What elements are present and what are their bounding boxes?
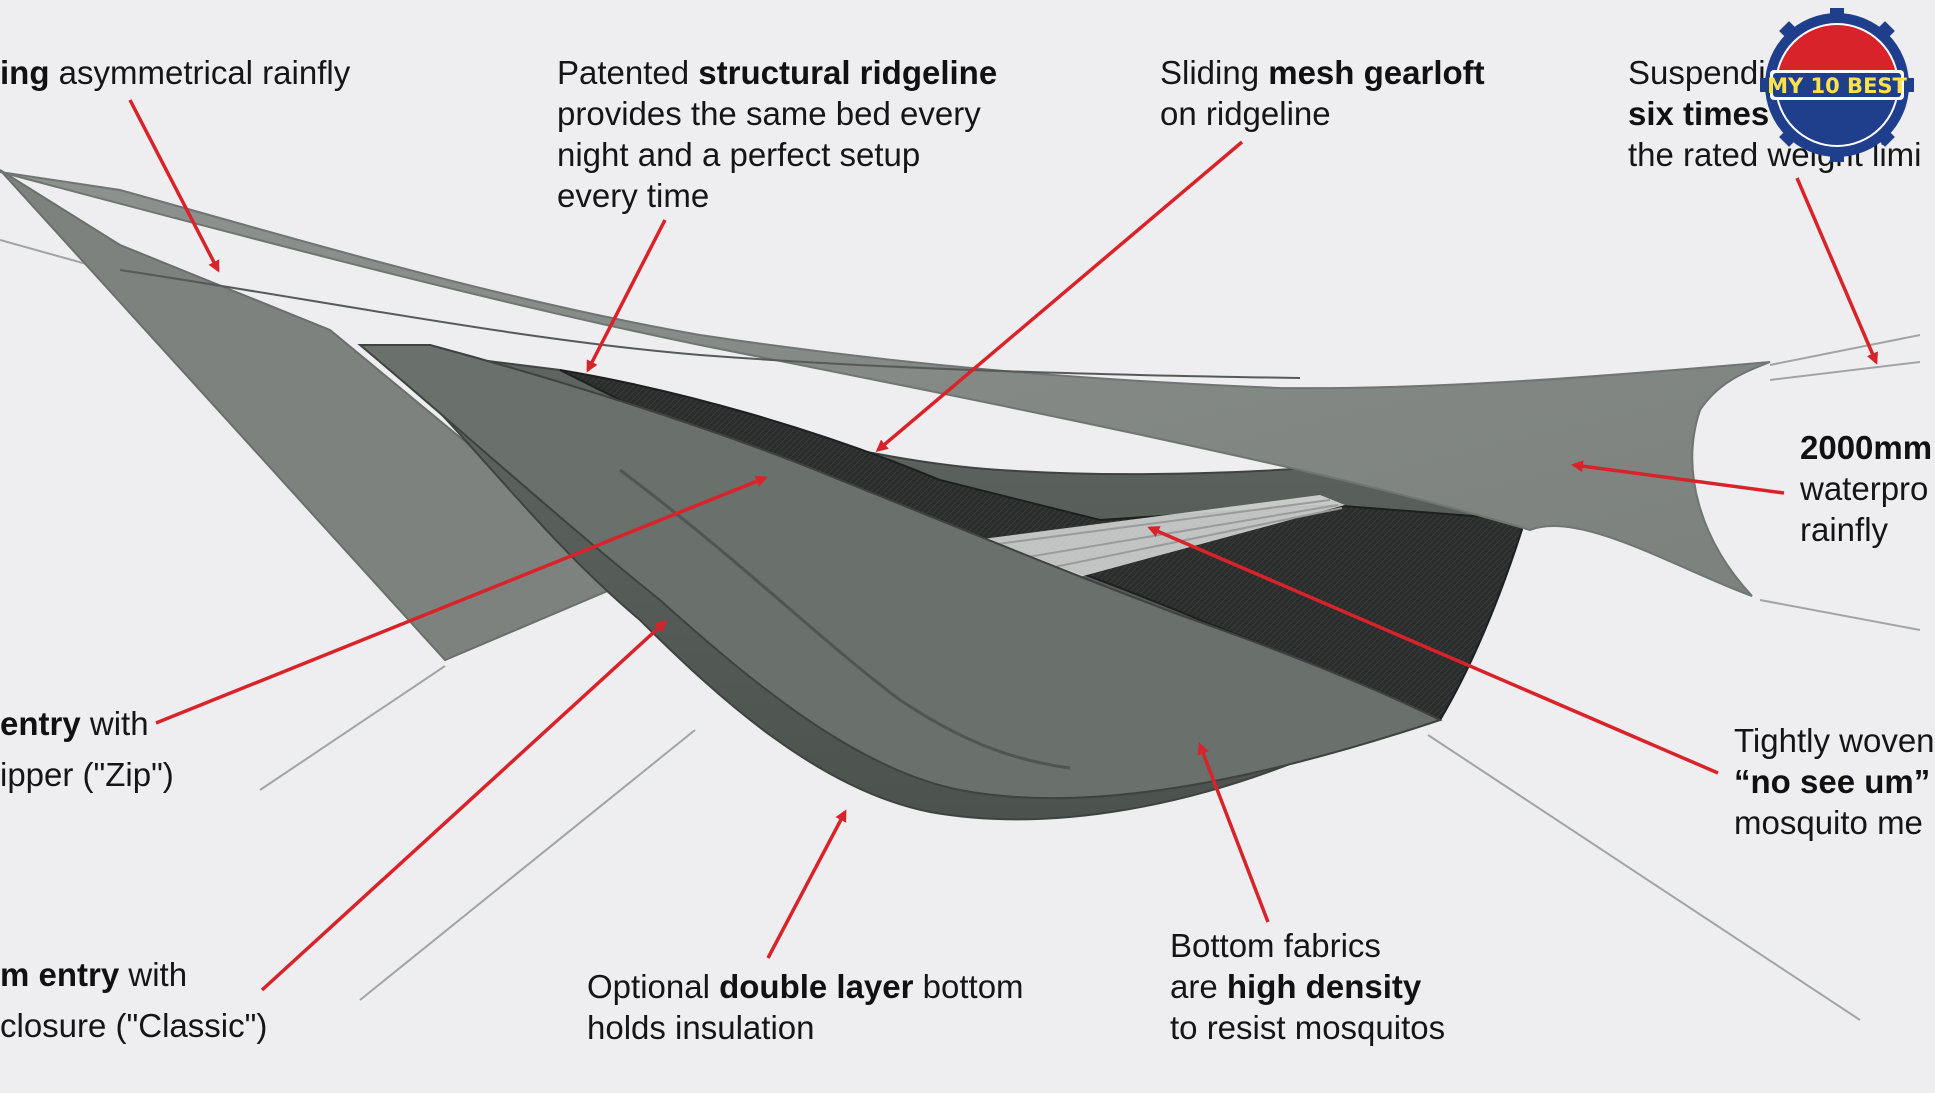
callout-arrows [128,99,1878,992]
hammock-front-panel [357,344,1443,800]
guy-lines [0,239,1921,1021]
callout-zip-entry: entry with ipper ("Zip") [0,703,174,795]
callout-mesh-bold: “no see um” [1734,763,1931,800]
callout-double-layer-bold: double layer [719,968,914,1005]
callout-bottom-entry-line-1: m entry with [0,954,267,995]
callout-zip-entry-post: with [80,705,149,742]
callout-suspension-line-1: Suspendi [1628,54,1766,91]
callout-waterproof-bold: 2000mm [1800,429,1933,466]
arrow-gearloft [875,140,1244,452]
callout-mesh-line-1: Tightly woven [1734,722,1935,759]
callout-density: Bottom fabrics are high density to resis… [1170,925,1445,1048]
callout-density-pre: are [1170,968,1227,1005]
callout-waterproof-line-2: waterpro [1800,470,1929,507]
callout-mesh-line-3: mosquito me [1734,804,1923,841]
mesh-window-highlight [975,495,1345,585]
callout-waterproof-line-3: rainfly [1800,511,1889,548]
callout-bottom-entry-line-2: closure ("Classic") [0,1007,268,1044]
callout-zip-entry-line-2: ipper ("Zip") [0,756,174,793]
callout-ridgeline-line-3: night and a perfect setup [557,136,921,173]
guy-line-right-lower [1759,599,1921,631]
callout-suspension-line-2: six times [1628,93,1921,134]
guy-line-left-bottom [359,729,696,1001]
arrow-ridgeline [586,219,667,373]
callout-waterproof: 2000mm waterpro rainfly [1800,427,1932,550]
guy-line-right-bottom [1427,734,1861,1021]
callout-density-line-2: are high density [1170,966,1445,1007]
callout-double-layer-post: bottom [913,968,1024,1005]
callout-mesh: Tightly woven “no see um” mosquito me [1734,720,1935,843]
callout-density-line-1: Bottom fabrics [1170,927,1381,964]
arrow-density [1197,742,1270,923]
logo-gear-icon [1760,8,1914,162]
arrow-rainfly [128,99,220,273]
callout-suspension-bold: six times [1628,95,1770,132]
callout-bottom-entry-bold: m entry [0,956,120,993]
callout-rainfly-rest: asymmetrical rainfly [49,54,351,91]
callout-mesh-line-2: “no see um” [1734,761,1935,802]
callout-suspension: Suspendi six times the rated weight limi [1628,52,1921,175]
callout-double-layer-line-1: Optional double layer bottom [587,966,1024,1007]
callout-double-layer-line-2: holds insulation [587,1009,815,1046]
logo-text: MY 10 BEST [1767,74,1907,98]
callout-double-layer: Optional double layer bottom holds insul… [587,966,1024,1048]
callout-waterproof-line-1: 2000mm [1800,427,1932,468]
callout-rainfly-line-1: ing asymmetrical rainfly [0,52,350,93]
callout-ridgeline-line-4: every time [557,177,710,214]
guy-line-left-lower [259,665,446,791]
callout-gearloft-line-1: Sliding mesh gearloft [1160,52,1485,93]
callout-rainfly: ing asymmetrical rainfly [0,52,350,93]
callout-zip-entry-line-1: entry with [0,703,174,744]
guy-line-right-top [1769,334,1921,366]
callout-bottom-entry-post: with [119,956,188,993]
my-10-best-logo: MY 10 BEST [1760,8,1914,162]
callout-double-layer-pre: Optional [587,968,720,1005]
callout-density-bold: high density [1226,968,1422,1005]
arrow-waterproof [1571,460,1785,495]
callout-bottom-entry: m entry with closure ("Classic") [0,954,267,1046]
callout-density-line-3: to resist mosquitos [1170,1009,1446,1046]
callout-ridgeline-line-2: provides the same bed every [557,95,981,132]
callout-ridgeline-line-1: Patented structural ridgeline [557,52,997,93]
hammock-fold-shadow [619,468,1071,770]
arrow-mesh [1147,526,1719,775]
callout-zip-entry-bold: entry [0,705,81,742]
arrow-suspension [1795,177,1878,365]
callout-ridgeline: Patented structural ridgeline provides t… [557,52,997,216]
callout-ridgeline-bold: structural ridgeline [698,54,998,91]
callout-gearloft-bold: mesh gearloft [1268,54,1485,91]
callout-rainfly-bold: ing [0,54,50,91]
callout-gearloft: Sliding mesh gearloft on ridgeline [1160,52,1485,134]
mesh-window-lines [989,499,1343,573]
arrow-bottom-entry [260,619,668,992]
callout-gearloft-pre: Sliding [1160,54,1269,91]
callout-gearloft-line-2: on ridgeline [1160,95,1331,132]
arrow-double-layer [766,809,847,959]
guy-line-right-top-2 [1769,361,1921,381]
ridgeline [119,269,1301,379]
arrow-zip-entry [155,475,768,725]
callout-ridgeline-pre: Patented [557,54,699,91]
